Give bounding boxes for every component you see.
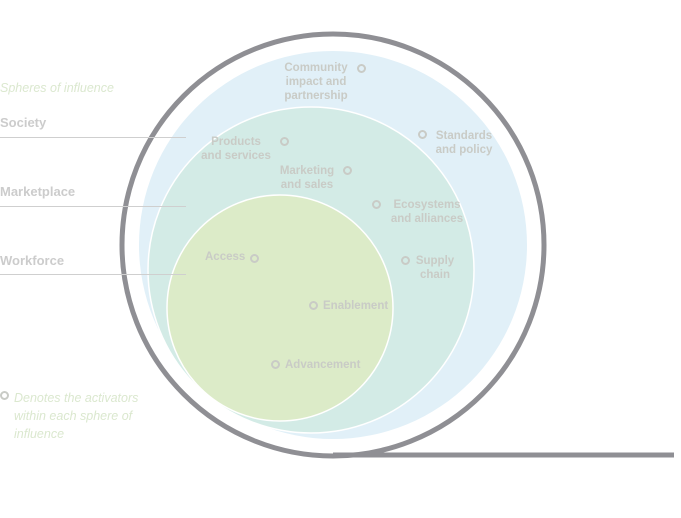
activator-dot-icon: [372, 200, 381, 209]
activator-dot-icon: [309, 301, 318, 310]
activator-standards: Standards and policy: [435, 130, 493, 156]
activator-products: Products and services: [201, 136, 271, 162]
marketplace-leader-line: [0, 206, 186, 207]
legend-note: Denotes the activators within each spher…: [14, 391, 139, 441]
activator-dot-icon: [418, 130, 427, 139]
activator-access: Access: [205, 251, 246, 263]
activator-dot-icon: [271, 360, 280, 369]
activator-dot-icon: [343, 166, 352, 175]
sphere-label-marketplace: Marketplace: [0, 184, 76, 199]
activator-dot-icon: [280, 137, 289, 146]
society-leader-line: [0, 137, 186, 138]
legend-title: Spheres of influence: [0, 81, 114, 95]
workforce-leader-line: [0, 274, 186, 275]
activator-advancement: Advancement: [285, 359, 361, 371]
activator-marker-icon: [0, 391, 9, 400]
activator-enablement: Enablement: [323, 300, 389, 312]
activator-dot-icon: [250, 254, 259, 263]
activator-community: Community impact and partnership: [284, 62, 348, 102]
activator-ecosystems: Ecosystems and alliances: [390, 199, 464, 225]
sphere-label-society: Society: [0, 115, 47, 130]
workforce-sphere: [166, 194, 394, 422]
activator-supply-chain: Supply chain: [415, 255, 455, 281]
activator-dot-icon: [401, 256, 410, 265]
activator-marketing: Marketing and sales: [279, 165, 335, 191]
activator-dot-icon: [357, 64, 366, 73]
sphere-label-workforce: Workforce: [0, 253, 65, 268]
